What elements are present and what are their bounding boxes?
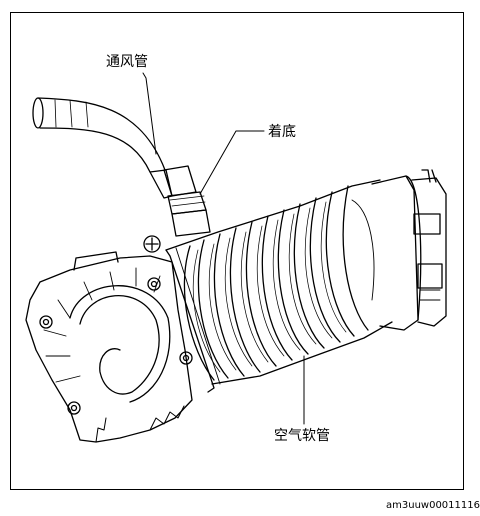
vent-tube [32, 97, 211, 237]
figure-frame [10, 12, 464, 490]
airflow-meter [351, 169, 447, 331]
reference-code: am3uuw00011116 [386, 500, 480, 511]
air-hose [165, 179, 393, 393]
throttle-body [25, 235, 193, 443]
leader-lines [142, 72, 305, 425]
label-vent-tube: 通风管 [106, 54, 148, 70]
label-air-hose: 空气软管 [274, 428, 330, 444]
label-seated: 着底 [268, 124, 296, 140]
